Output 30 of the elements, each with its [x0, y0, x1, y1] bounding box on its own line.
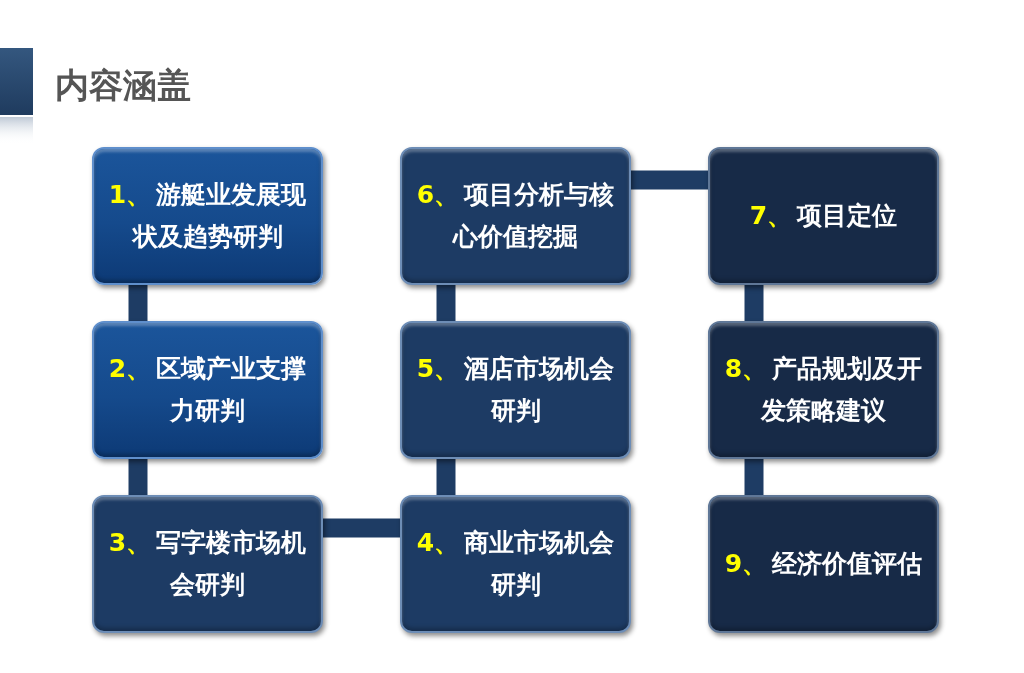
step-title: 经济价值评估	[772, 549, 923, 578]
step-number: 9、	[724, 549, 768, 578]
step-box	[708, 321, 939, 459]
connector-bar	[744, 285, 764, 321]
step-number: 4、	[416, 528, 460, 557]
step-title: 写字楼市场机会研判	[156, 528, 307, 599]
step-title: 区域产业支撑力研判	[156, 354, 307, 425]
step-number: 1、	[108, 180, 152, 209]
step-box	[92, 147, 323, 285]
step-box	[400, 321, 631, 459]
connector-bar	[436, 285, 456, 321]
step-number: 7、	[749, 201, 793, 230]
step-number: 3、	[108, 528, 152, 557]
step-title: 项目定位	[797, 201, 898, 230]
step-box	[400, 147, 631, 285]
step-title: 酒店市场机会研判	[464, 354, 615, 425]
step-number: 2、	[108, 354, 152, 383]
step-box	[708, 147, 939, 285]
page-title: 内容涵盖	[55, 64, 191, 107]
step-box	[92, 495, 323, 633]
connector-bar	[436, 459, 456, 495]
step-number: 5、	[416, 354, 460, 383]
connector-bar	[128, 459, 148, 495]
connector-bar	[128, 285, 148, 321]
step-box	[708, 495, 939, 633]
step-box	[92, 321, 323, 459]
connector-bar	[323, 518, 400, 538]
step-box	[400, 495, 631, 633]
connector-bar	[744, 459, 764, 495]
step-title: 商业市场机会研判	[464, 528, 615, 599]
